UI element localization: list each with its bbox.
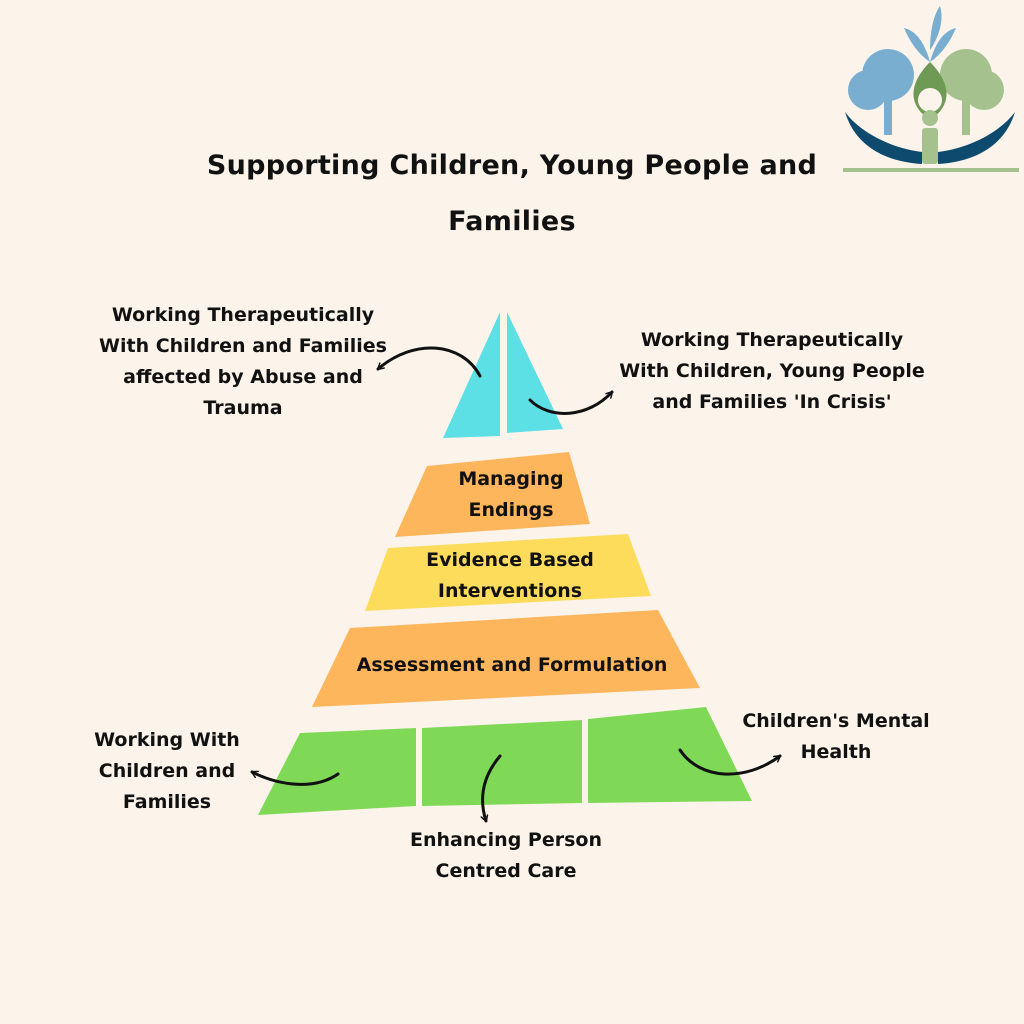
tier-managing-endings-label: Managing Endings [458, 468, 564, 521]
pyramid-apex [443, 312, 563, 438]
tier-assessment [312, 610, 700, 707]
curved-arrow-icon [250, 770, 340, 786]
curved-arrow-icon [678, 748, 782, 776]
curved-arrow-icon [376, 346, 482, 378]
tree-hands-logo-icon [843, 6, 1019, 172]
tier-evidence-based-label: Evidence Based Interventions [426, 549, 594, 602]
page-title: Supporting Children, Young People and Fa… [206, 150, 818, 237]
base-left-label: Working With Children and Families [94, 729, 240, 813]
apex-right-label: Working Therapeutically With Children, Y… [619, 329, 925, 413]
tier-assessment-label: Assessment and Formulation [356, 654, 668, 676]
curved-arrow-icon [528, 390, 614, 415]
base-right-label: Children's Mental Health [742, 710, 930, 763]
curved-arrow-icon [482, 754, 502, 823]
pyramid-base [258, 707, 752, 815]
apex-left-label: Working Therapeutically With Children an… [99, 304, 387, 419]
tier-managing-endings [395, 452, 590, 537]
tier-evidence-based [365, 534, 651, 611]
base-center-label: Enhancing Person Centred Care [410, 829, 602, 882]
